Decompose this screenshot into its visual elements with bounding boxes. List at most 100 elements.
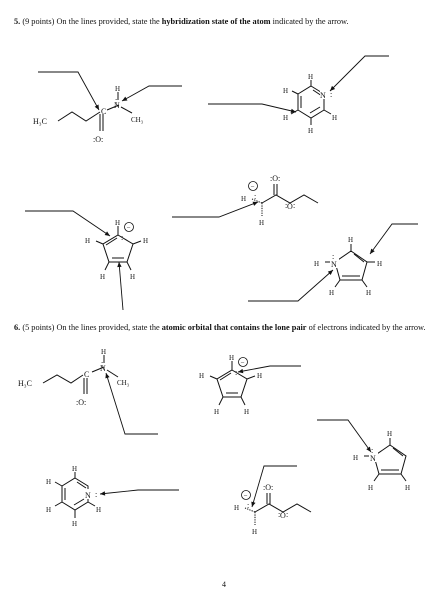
q5-cp-h-bottom-left: H — [100, 273, 105, 281]
q6-amide-nitrogen-arrow — [105, 372, 158, 435]
question-6-number: 6. — [14, 323, 21, 332]
q5-cp-ring-carbon-arrow — [118, 261, 124, 311]
q6-enolate-negative-charge: − — [244, 492, 248, 500]
q6-amide-nitrogen-arrow-head — [105, 373, 110, 379]
q6-cyclopentadienyl-molecule: H H H H H : − — [199, 354, 262, 416]
q5-pyrrole-h-bottom-left: H — [329, 289, 334, 297]
q6-enolate-carbanion-arrow — [251, 465, 297, 508]
q6-pyrrole-nh-label: H — [353, 454, 358, 462]
q5-amide-h3c-label: H₃C — [33, 117, 47, 126]
q6-enolate-h-left: H — [234, 504, 239, 512]
q6-pyrrole-nitrogen-arrow — [317, 419, 372, 453]
q6-pyrrole-h-bottom-left: H — [368, 484, 373, 492]
q5-pyrrole-n-label: N — [331, 260, 337, 269]
q6-pyridine-nitrogen-arrow — [99, 489, 179, 495]
q5-amide-molecule: H₃C C N : H CH₃ :O: — [33, 85, 144, 144]
q6-pyridine-h-left-top: H — [46, 478, 51, 486]
q5-pyrrole-n-lone-pair: : — [332, 252, 334, 261]
q5-cp-carbanion-arrow-head — [104, 231, 110, 236]
q5-amide-carbonyl-c-label: C — [101, 107, 106, 116]
q6-pyridine-h-right: H — [96, 506, 101, 514]
q5-pyridine-n-label: N — [320, 91, 326, 100]
q5-enolate-h-bottom: H — [259, 219, 264, 227]
q6-pyrrole-n-lone-pair: : — [371, 446, 373, 455]
q6-amide-carbonyl-c-label: C — [84, 370, 89, 379]
q5-pyrrole-carbon-arrow — [369, 223, 418, 255]
q5-enolate-ester-o-pair-left: : — [285, 201, 287, 210]
q5-amide-n-label: N — [114, 101, 120, 110]
q6-cp-carbanion-arrow-head — [238, 368, 244, 374]
question-5-text-after: indicated by the arrow. — [272, 17, 349, 26]
q5-pyridine-h-right: H — [332, 114, 337, 122]
q6-amide-o-label: :O: — [76, 398, 86, 407]
q5-amide-carbon-arrow-head — [94, 104, 99, 110]
q5-pyridine-h-bottom: H — [308, 127, 313, 135]
q5-amide-o-label: :O: — [93, 135, 103, 144]
q6-enolate-carbanion-arrow-head — [251, 501, 256, 507]
q5-cyclopentadienyl-molecule: H H H H H : − — [85, 219, 148, 281]
q5-cp-h-right: H — [143, 237, 148, 245]
q5-pyrrole-nh-label: H — [314, 260, 319, 268]
q5-pyridine-nitrogen-arrow — [329, 55, 389, 92]
question-5-prompt: 5. (9 points) On the lines provided, sta… — [14, 17, 434, 27]
q5-enolate-h-left: H — [241, 195, 246, 203]
q6-pyridine-nitrogen-arrow-head — [100, 491, 106, 496]
q6-cp-h-bottom-right: H — [244, 408, 249, 416]
q6-pyridine-n-lone-pair: : — [95, 490, 97, 499]
q6-enolate-molecule: :O: O : : H H : − — [234, 483, 312, 536]
q5-cp-h-top: H — [115, 219, 120, 227]
q6-amide-molecule: H₃C C N : H CH₃ :O: — [18, 348, 130, 407]
q6-pyridine-molecule: H H H H H N : — [46, 465, 101, 528]
q5-amide-nh-label: H — [115, 85, 120, 93]
q5-pyridine-molecule: H H H H H N : — [283, 73, 337, 135]
q5-cp-h-left: H — [85, 237, 90, 245]
q5-pyridine-h-left-bottom: H — [283, 114, 288, 122]
q6-cp-h-bottom-left: H — [214, 408, 219, 416]
q5-cp-ring-carbon-arrow-head — [117, 262, 122, 268]
q5-pyridine-n-lone-pair: : — [330, 90, 332, 99]
q5-pyrrole-h-top: H — [348, 236, 353, 244]
question-6-text-after: of electrons indicated by the arrow. — [308, 323, 426, 332]
q5-pyridine-h-top: H — [308, 73, 313, 81]
q5-amide-carbon-arrow — [38, 71, 100, 111]
q6-enolate-ester-o-label: O — [280, 511, 286, 520]
q5-pyridine-h-left-top: H — [283, 87, 288, 95]
q5-amide-n-lone-pair: : — [115, 96, 117, 105]
q6-enolate-ester-o-pair-left: : — [278, 510, 280, 519]
q5-pyridine-carbon-arrow — [208, 103, 297, 113]
q6-amide-n-lone-pair: : — [101, 359, 103, 368]
q5-cp-h-bottom-right: H — [130, 273, 135, 281]
q6-pyridine-h-left-bottom: H — [46, 506, 51, 514]
q6-pyrrole-n-label: N — [370, 454, 376, 463]
question-6-text-before: On the lines provided, state the — [56, 323, 160, 332]
q5-enolate-ester-o-label: O — [287, 202, 293, 211]
q5-pyrrole-carbon-arrow-head — [370, 248, 375, 254]
q5-enolate-carbon-arrow-head — [252, 201, 258, 206]
q5-enolate-carbon-arrow — [172, 201, 259, 218]
q6-pyridine-h-bottom: H — [72, 520, 77, 528]
q6-enolate-o-label: :O: — [263, 483, 273, 492]
q6-amide-ch3-label: CH₃ — [117, 379, 130, 387]
q6-pyridine-h-top: H — [72, 465, 77, 473]
q6-amide-h3c-label: H₃C — [18, 379, 32, 388]
q6-cp-h-left: H — [199, 372, 204, 380]
q5-pyrrole-molecule: N : H H H H H — [314, 236, 382, 297]
q5-pyrrole-h-right: H — [377, 260, 382, 268]
q6-enolate-carbanion-pair: : — [247, 501, 249, 510]
q6-pyridine-n-label: N — [85, 491, 91, 500]
page-number: 4 — [222, 580, 226, 589]
q6-cp-carbanion-pair: : — [235, 368, 237, 377]
question-5-text-before: On the lines provided, state the — [56, 17, 160, 26]
q6-enolate-ester-o-pair-right: : — [286, 510, 288, 519]
question-6-points: (5 points) — [22, 323, 55, 332]
q6-pyrrole-h-top: H — [387, 430, 392, 438]
q6-enolate-h-bottom: H — [252, 528, 257, 536]
question-5-points: (9 points) — [22, 17, 55, 26]
q5-cp-carbanion-arrow — [25, 210, 111, 237]
q6-amide-n-label: N — [100, 364, 106, 373]
q5-enolate-molecule: :O: O : : H H : − — [241, 174, 319, 227]
q6-pyrrole-molecule: N : H H H H — [353, 430, 410, 492]
q5-enolate-carbanion-pair: : — [254, 192, 256, 201]
q6-amide-nh-label: H — [101, 348, 106, 356]
